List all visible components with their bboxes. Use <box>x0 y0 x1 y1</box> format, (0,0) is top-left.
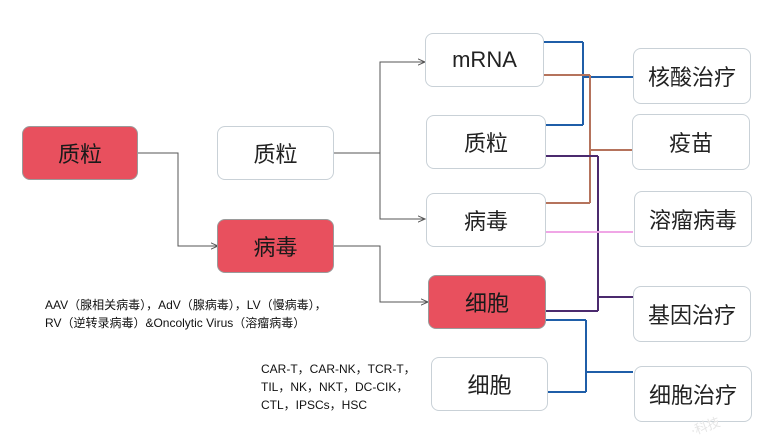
arrow-lines <box>137 62 428 302</box>
arrow-to-virus-platform <box>379 153 425 219</box>
cell-note-line-1: CAR-T，CAR-NK，TCR-T， <box>261 362 416 376</box>
node-cell-platform: 细胞 <box>431 357 548 411</box>
node-cell-highlight: 细胞 <box>428 275 546 329</box>
brown-connectors <box>544 74 633 204</box>
purple-connectors <box>546 155 633 312</box>
blue-cell-connectors <box>546 319 633 393</box>
node-cell-therapy: 细胞治疗 <box>634 366 752 422</box>
cell-note-line-2: TIL，NK，NKT，DC-CIK， <box>261 380 409 394</box>
node-virus-platform: 病毒 <box>426 193 546 247</box>
cell-note: CAR-T，CAR-NK，TCR-T， TIL，NK，NKT，DC-CIK， C… <box>261 360 416 414</box>
node-mrna: mRNA <box>425 33 544 87</box>
node-plasmid-source: 质粒 <box>22 126 138 180</box>
arrow-to-mrna <box>379 62 425 153</box>
node-gene-therapy: 基因治疗 <box>633 286 751 342</box>
node-virus-vector: 病毒 <box>217 219 334 273</box>
virus-note-line-1: AAV（腺相关病毒），AdV（腺病毒），LV（慢病毒）， <box>45 298 327 312</box>
virus-note-line-2: RV（逆转录病毒）&Oncolytic Virus（溶瘤病毒） <box>45 316 306 330</box>
virus-note: AAV（腺相关病毒），AdV（腺病毒），LV（慢病毒）， RV（逆转录病毒）&O… <box>45 296 327 332</box>
cell-note-line-3: CTL，IPSCs，HSC <box>261 398 368 412</box>
node-nucleic-acid-therapy: 核酸治疗 <box>633 48 751 104</box>
node-plasmid-vector: 质粒 <box>217 126 334 180</box>
node-vaccine: 疫苗 <box>632 114 750 170</box>
node-oncolytic-virus: 溶瘤病毒 <box>634 191 752 247</box>
blue-connectors <box>544 41 633 126</box>
node-plasmid-platform: 质粒 <box>426 115 546 169</box>
arrow-virus-to-cell <box>333 245 428 302</box>
arrow-plasmid-to-virus <box>137 152 218 246</box>
